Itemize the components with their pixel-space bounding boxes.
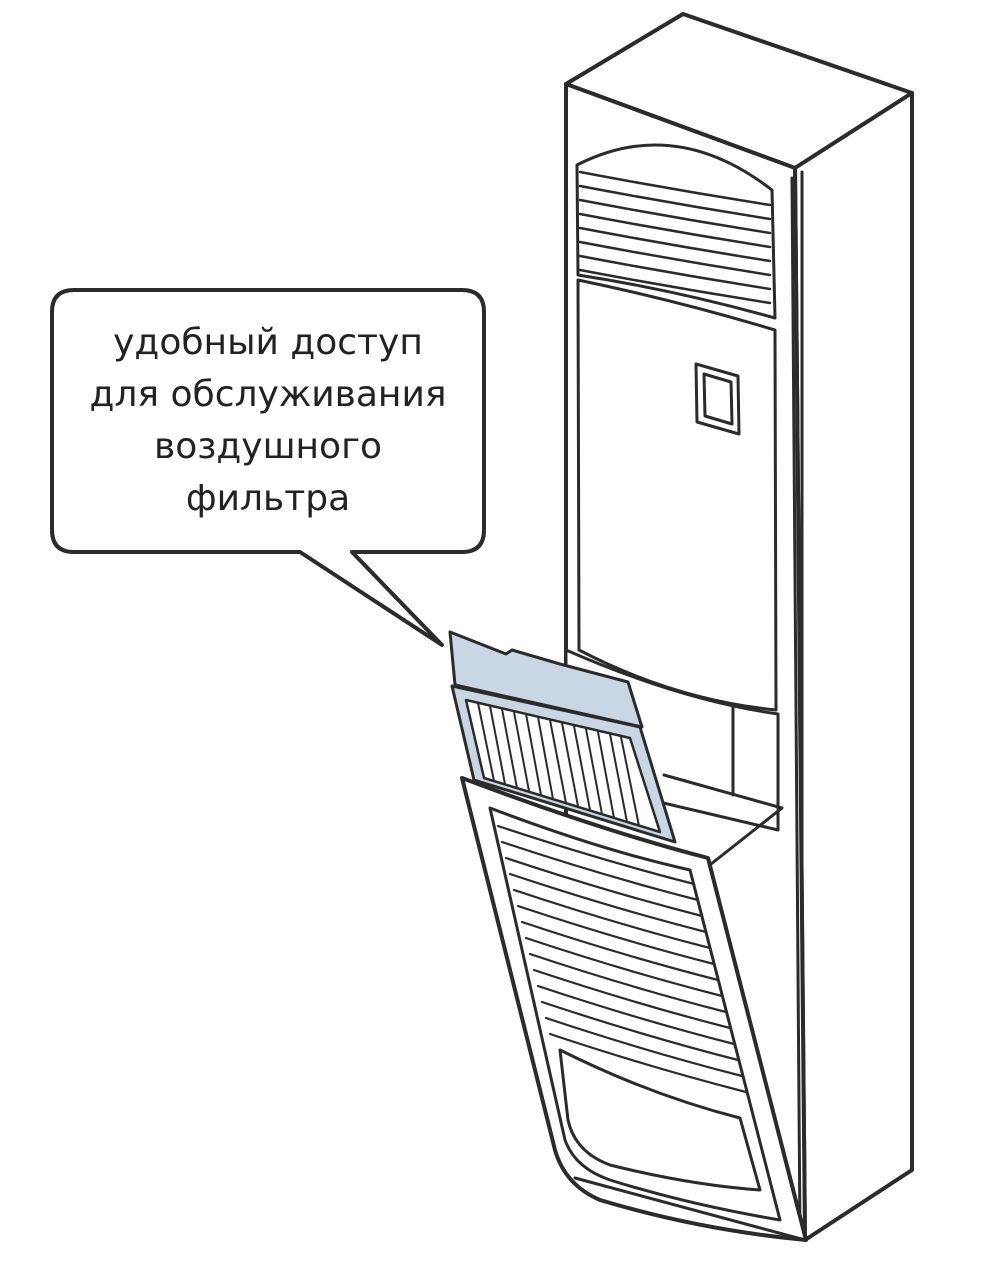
filter-ribs	[477, 702, 640, 827]
callout-line-3: воздушного	[153, 426, 383, 467]
callout-line-2: для обслуживания	[89, 374, 447, 415]
control-display-icon	[694, 362, 741, 436]
lower-grille-bottom-panel	[558, 1048, 762, 1192]
unit-base	[573, 1168, 914, 1242]
unit-side-face	[793, 91, 914, 1242]
filter-inner	[464, 698, 662, 834]
front-edge-line	[790, 176, 802, 1238]
air-filter-icon	[448, 630, 677, 844]
cavity-shelf	[662, 773, 784, 870]
callout-bubble	[50, 288, 486, 647]
callout-line-1: удобный доступ	[113, 322, 423, 363]
callout-line-4: фильтра	[185, 478, 351, 519]
middle-panel	[576, 278, 778, 712]
callout-text: удобный доступ для обслуживания воздушно…	[52, 290, 484, 552]
lower-louvers	[496, 824, 748, 1094]
upper-louvers	[578, 170, 772, 305]
